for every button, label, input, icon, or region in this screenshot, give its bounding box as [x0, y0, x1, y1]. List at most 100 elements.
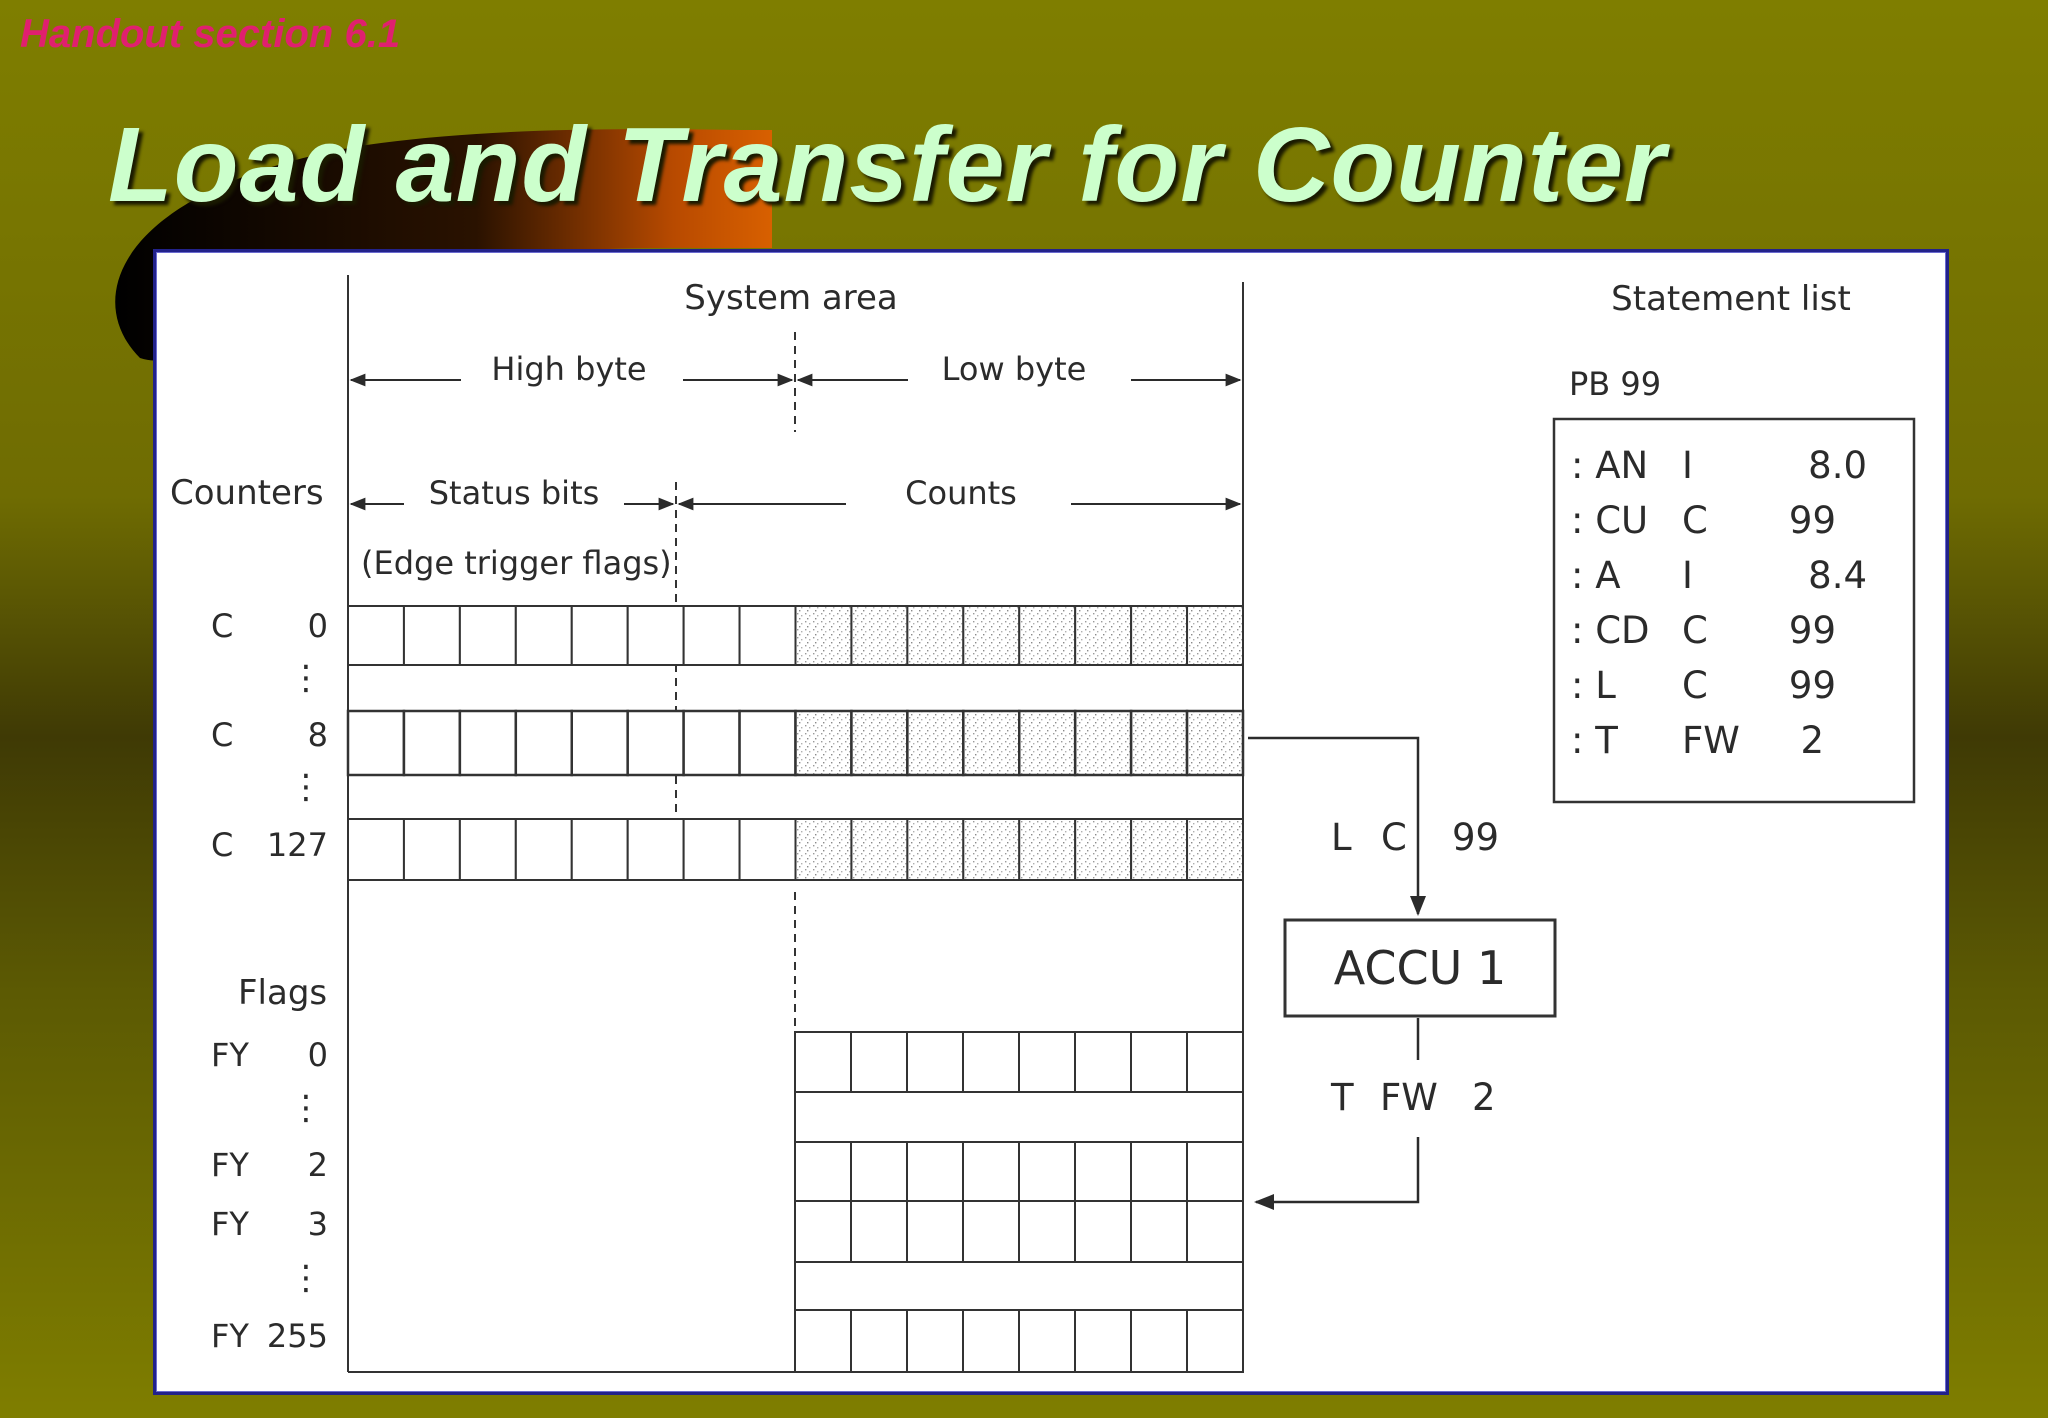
counter-row-name: C — [211, 826, 233, 864]
low-byte-label: Low byte — [942, 350, 1087, 388]
transfer-op-number: 2 — [1472, 1076, 1496, 1119]
program-block-label: PB 99 — [1569, 365, 1661, 403]
high-byte-label: High byte — [491, 350, 646, 388]
stl-val: 8.4 — [1808, 554, 1867, 597]
counter-word-row — [347, 818, 1244, 881]
bit-cell — [962, 605, 1021, 666]
bit-cell — [794, 1309, 852, 1373]
bit-cell — [794, 709, 853, 777]
bit-cell — [1018, 1031, 1076, 1093]
stl-val: 8.0 — [1808, 444, 1867, 487]
edge-trigger-label: (Edge trigger flags) — [361, 544, 672, 582]
bit-cell — [1018, 1309, 1076, 1373]
bit-cell — [962, 1031, 1020, 1093]
bit-cell — [682, 709, 741, 777]
counter-row-number: 0 — [308, 607, 328, 645]
bit-cell — [570, 818, 629, 881]
title-swoosh-decoration — [115, 129, 773, 361]
bit-cell — [850, 709, 909, 777]
bit-cell — [794, 818, 853, 881]
vertical-ellipsis: ⋮ — [289, 1258, 323, 1298]
bit-cell — [514, 709, 573, 777]
bit-cell — [1186, 1309, 1244, 1373]
bit-cell — [1074, 1141, 1132, 1202]
bit-cell — [1129, 709, 1189, 777]
flag-gap-row — [794, 1261, 1244, 1311]
bit-cell — [906, 1141, 964, 1202]
bit-cell — [514, 818, 573, 881]
statement-list-title: Statement list — [1611, 279, 1851, 319]
bit-cell — [1186, 605, 1244, 666]
bit-cell — [850, 605, 909, 666]
bit-cell — [1130, 605, 1189, 666]
bit-cell — [850, 1200, 908, 1263]
bit-cell — [346, 709, 406, 777]
transfer-op-mnemonic: T — [1330, 1076, 1354, 1119]
bit-cell — [682, 605, 741, 666]
bit-cell — [850, 1141, 908, 1202]
flag-gap-row — [794, 1091, 1244, 1143]
bit-cell — [794, 1031, 852, 1093]
vertical-ellipsis: ⋮ — [289, 767, 323, 807]
flags-label: Flags — [238, 973, 327, 1013]
flag-row-number: 3 — [308, 1205, 328, 1243]
bit-cell — [850, 818, 909, 881]
counter-row-number: 8 — [308, 716, 328, 754]
counter-gap-row — [347, 664, 1244, 712]
bit-cell — [1018, 1200, 1076, 1263]
flag-row-name: FY — [211, 1317, 249, 1355]
flag-row-number: 255 — [267, 1317, 328, 1355]
bit-cell — [1018, 1141, 1076, 1202]
counters-label: Counters — [170, 473, 324, 513]
load-op-mnemonic: L — [1331, 816, 1352, 859]
bit-cell — [906, 1309, 964, 1373]
bit-cell — [1018, 605, 1077, 666]
stl-op: : CD — [1571, 609, 1650, 652]
counter-row-name: C — [211, 716, 233, 754]
bit-cell — [458, 818, 517, 881]
stl-arg: C — [1682, 664, 1708, 707]
bit-cell — [1186, 1200, 1244, 1263]
stl-arg: C — [1682, 499, 1708, 542]
bit-cell — [570, 605, 629, 666]
bit-cell — [1018, 709, 1077, 777]
bit-cell — [1130, 1141, 1188, 1202]
bit-cell — [458, 605, 517, 666]
bit-cell — [906, 605, 965, 666]
stl-op: : AN — [1571, 444, 1648, 487]
handout-section-label: Handout section 6.1 — [20, 12, 401, 56]
load-flow-arrow — [1248, 736, 1426, 916]
bit-cell — [1073, 709, 1133, 777]
bit-cell — [794, 1200, 852, 1263]
flag-byte-row — [794, 1309, 1244, 1373]
flag-row-name: FY — [211, 1205, 249, 1243]
bit-cell — [962, 709, 1021, 777]
bit-cell — [906, 818, 965, 881]
bit-cell — [1130, 1200, 1188, 1263]
status-bits-label: Status bits — [429, 474, 600, 512]
bit-cell — [1074, 1200, 1132, 1263]
vertical-ellipsis: ⋮ — [289, 1088, 323, 1128]
bit-cell — [402, 709, 462, 777]
stl-val: 99 — [1789, 664, 1836, 707]
stl-val: 99 — [1789, 499, 1836, 542]
counter-row-number: 127 — [267, 826, 328, 864]
bit-cell — [570, 709, 629, 777]
bit-cell — [1185, 709, 1245, 777]
counter-word-row — [347, 605, 1244, 666]
flag-row-name: FY — [211, 1036, 249, 1074]
vertical-ellipsis: ⋮ — [289, 658, 323, 698]
counter-gap-row — [347, 774, 1244, 820]
bit-cell — [962, 1309, 1020, 1373]
bit-cell — [1186, 818, 1244, 881]
stl-op: : CU — [1571, 499, 1648, 542]
bit-cell — [626, 709, 685, 777]
bit-cell — [402, 605, 461, 666]
counter-word-row — [346, 709, 1245, 777]
bit-cell — [514, 605, 573, 666]
bit-cell — [906, 709, 965, 777]
flag-row-number: 0 — [308, 1036, 328, 1074]
statement-list-box — [1552, 417, 1916, 804]
stl-op: : T — [1571, 719, 1618, 762]
bit-cell — [1074, 605, 1133, 666]
